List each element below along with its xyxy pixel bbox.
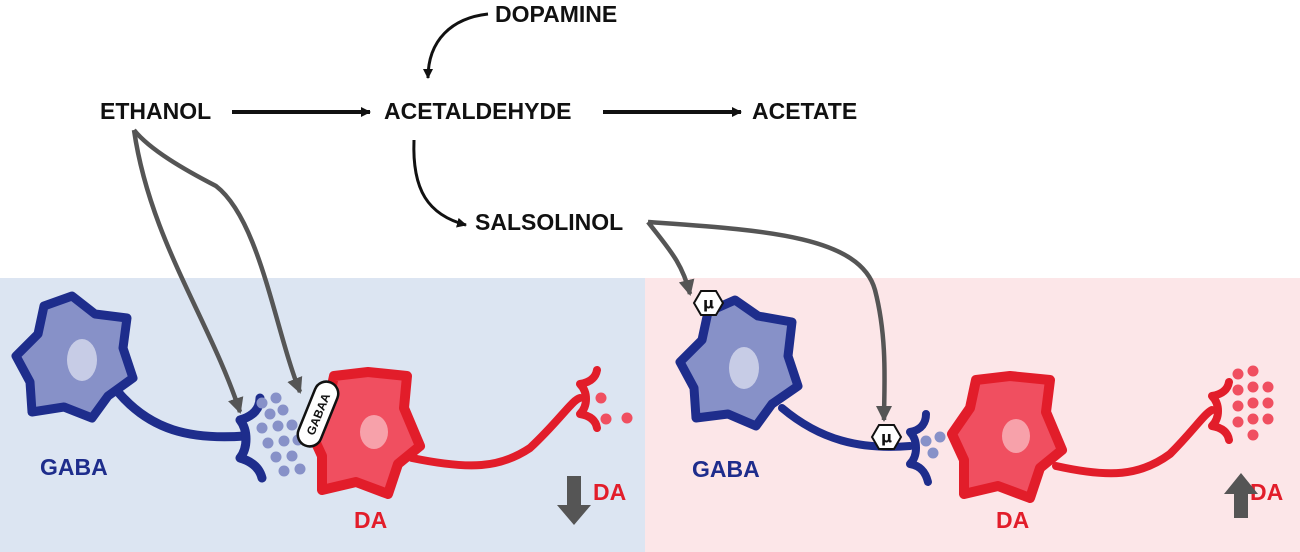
salsolinol-label: SALSOLINOL bbox=[475, 209, 623, 235]
right-da-vesicles bbox=[1232, 365, 1274, 441]
mu-receptor-terminal-label: μ bbox=[881, 429, 892, 447]
arrow-ethanol-to-gabaa-receptor bbox=[132, 128, 303, 394]
left-da-terminal bbox=[576, 366, 601, 432]
acetate-label: ACETATE bbox=[752, 98, 857, 124]
arrow-ethanol-to-gaba-terminal bbox=[131, 129, 244, 414]
ethanol-label: ETHANOL bbox=[100, 98, 211, 124]
left-gaba-axon bbox=[113, 387, 250, 442]
acetaldehyde-label: ACETALDEHYDE bbox=[384, 98, 571, 124]
arrow-acetaldehyde-to-salsolinol bbox=[412, 139, 467, 228]
dopamine-label: DOPAMINE bbox=[495, 1, 617, 27]
right-gaba-label: GABA bbox=[692, 456, 760, 482]
left-da-vesicles bbox=[595, 392, 633, 425]
right-da-axon bbox=[1052, 406, 1216, 478]
left-gaba-label: GABA bbox=[40, 454, 108, 480]
right-da-nucleus bbox=[1002, 419, 1030, 453]
right-da-increase-arrow-icon bbox=[1224, 473, 1258, 518]
left-da-neuron-label: DA bbox=[354, 507, 387, 533]
left-da-output-label: DA bbox=[593, 479, 626, 505]
right-gaba-vesicles bbox=[920, 431, 946, 459]
right-da-terminal bbox=[1208, 378, 1233, 444]
arrow-salsolinol-to-gaba-soma bbox=[646, 220, 695, 296]
left-da-nucleus bbox=[360, 415, 388, 449]
arrow-salsolinol-to-gaba-terminal bbox=[647, 219, 893, 422]
left-gaba-nucleus bbox=[67, 339, 97, 381]
right-gaba-terminal bbox=[906, 410, 932, 486]
mu-receptor-soma: μ bbox=[692, 290, 725, 316]
left-da-decrease-arrow-icon bbox=[557, 476, 591, 525]
left-da-axon bbox=[408, 394, 584, 470]
mu-receptor-terminal: μ bbox=[870, 424, 903, 450]
arrow-dopamine-to-acetaldehyde bbox=[423, 12, 489, 79]
right-da-neuron-label: DA bbox=[996, 507, 1029, 533]
right-gaba-nucleus bbox=[729, 347, 759, 389]
mu-receptor-soma-label: μ bbox=[703, 295, 714, 313]
